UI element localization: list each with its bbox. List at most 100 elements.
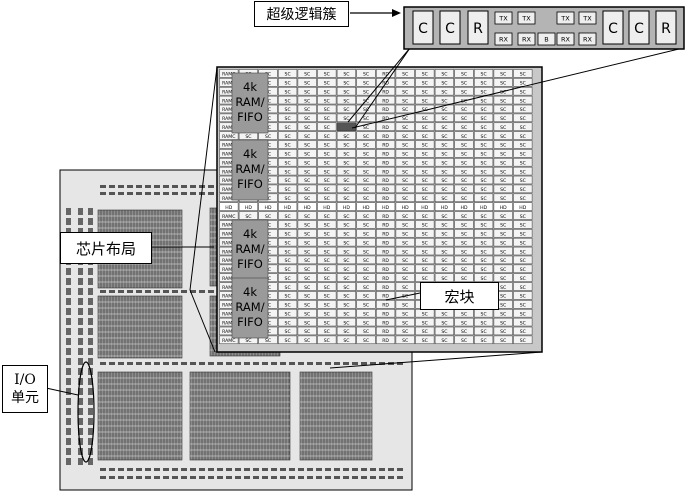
grid-cell: SC (454, 78, 474, 87)
grid-cell-code: SC (304, 160, 310, 166)
grid-cell: SC (278, 291, 298, 300)
grid-cell: SC (395, 184, 415, 193)
grid-cell-code: SC (363, 232, 369, 238)
grid-cell-code: SC (481, 232, 487, 238)
grid-cell: SC (395, 175, 415, 184)
grid-cell-code: RAMC (222, 311, 235, 317)
grid-cell-code: SC (520, 320, 526, 326)
grid-cell-code: SC (461, 160, 467, 166)
grid-cell: SC (493, 69, 513, 78)
chip-routing-bar (100, 362, 403, 365)
grid-cell-code: SC (500, 98, 506, 104)
grid-cell-code: SC (441, 143, 447, 149)
grid-cell-code: SC (481, 134, 487, 140)
grid-cell-code: SC (441, 116, 447, 122)
grid-cell: SC (278, 193, 298, 202)
grid-cell-code: SC (324, 276, 330, 282)
grid-cell-code: RD (382, 125, 389, 131)
chip-layout-label: 芯片布局 (60, 232, 152, 264)
grid-cell: SC (415, 95, 435, 104)
grid-cell-code: SC (285, 107, 291, 113)
ram-fifo-label: RAM/ (235, 162, 264, 176)
grid-cell: HD (278, 202, 298, 211)
grid-cell: SC (454, 149, 474, 158)
grid-cell-code: SC (363, 196, 369, 202)
grid-cell-code: SC (402, 152, 408, 158)
grid-cell: SC (297, 237, 317, 246)
grid-cell-code: SC (265, 214, 271, 220)
grid-cell: SC (336, 300, 356, 309)
chip-logic-block (189, 371, 291, 461)
grid-cell: SC (278, 300, 298, 309)
grid-cell-code: SC (285, 276, 291, 282)
grid-cell: SC (434, 211, 454, 220)
grid-cell-code: HD (265, 205, 272, 211)
arrow-to-cluster (350, 9, 401, 17)
grid-cell-code: SC (343, 196, 349, 202)
grid-cell-code: SC (402, 285, 408, 291)
grid-cell: SC (493, 104, 513, 113)
grid-cell: SC (493, 211, 513, 220)
grid-cell: SC (513, 300, 533, 309)
grid-cell: RD (376, 246, 396, 255)
grid-cell: SC (336, 184, 356, 193)
grid-cell: SC (395, 104, 415, 113)
grid-cell: SC (513, 113, 533, 122)
grid-cell: SC (513, 255, 533, 264)
grid-cell: RD (376, 149, 396, 158)
grid-cell: SC (434, 87, 454, 95)
grid-cell-code: RD (382, 329, 389, 335)
grid-cell: SC (454, 211, 474, 220)
cluster-big-cell: R (467, 10, 489, 45)
grid-cell: SC (356, 335, 376, 344)
grid-cell-code: SC (343, 160, 349, 166)
grid-cell: SC (336, 69, 356, 78)
grid-cell: SC (493, 149, 513, 158)
grid-cell: SC (513, 237, 533, 246)
grid-cell: SC (493, 140, 513, 149)
grid-cell-code: SC (285, 329, 291, 335)
grid-cell: SC (493, 175, 513, 184)
ram-fifo-label: RAM/ (235, 95, 264, 109)
grid-cell: SC (395, 246, 415, 255)
grid-cell-code: SC (422, 160, 428, 166)
grid-cell-code: SC (441, 223, 447, 229)
grid-cell: SC (434, 175, 454, 184)
grid-cell: HD (454, 202, 474, 211)
grid-cell-code: SC (285, 81, 291, 87)
grid-cell: SC (356, 193, 376, 202)
grid-cell-code: SC (343, 143, 349, 149)
grid-cell: SC (297, 175, 317, 184)
grid-cell: SC (336, 193, 356, 202)
grid-cell: SC (336, 149, 356, 158)
grid-cell-code: SC (304, 98, 310, 104)
grid-cell-code: SC (500, 329, 506, 335)
grid-cell: SC (434, 237, 454, 246)
grid-cell-code: SC (324, 249, 330, 255)
grid-cell-code: SC (304, 152, 310, 158)
grid-cell: SC (317, 193, 337, 202)
grid-cell: SC (336, 264, 356, 273)
grid-cell: SC (278, 255, 298, 264)
grid-cell-code: SC (304, 329, 310, 335)
grid-cell: SC (395, 95, 415, 104)
grid-cell-code: SC (324, 98, 330, 104)
grid-cell: SC (278, 317, 298, 326)
grid-cell: SC (415, 309, 435, 317)
grid-cell-code: SC (422, 329, 428, 335)
grid-cell-code: RD (382, 276, 389, 282)
ram-fifo-label: 4k (243, 227, 257, 241)
grid-cell-code: SC (520, 143, 526, 149)
grid-cell: SC (513, 122, 533, 131)
grid-cell-code: SC (363, 107, 369, 113)
grid-cell: SC (395, 122, 415, 131)
grid-cell-code: SC (324, 169, 330, 175)
grid-cell-code: SC (304, 107, 310, 113)
grid-cell: SC (356, 291, 376, 300)
grid-cell-code: SC (520, 214, 526, 220)
grid-cell-code: SC (441, 72, 447, 78)
grid-cell: HD (415, 202, 435, 211)
grid-cell: SC (454, 122, 474, 131)
grid-cell-code: SC (304, 169, 310, 175)
grid-cell: SC (336, 158, 356, 166)
